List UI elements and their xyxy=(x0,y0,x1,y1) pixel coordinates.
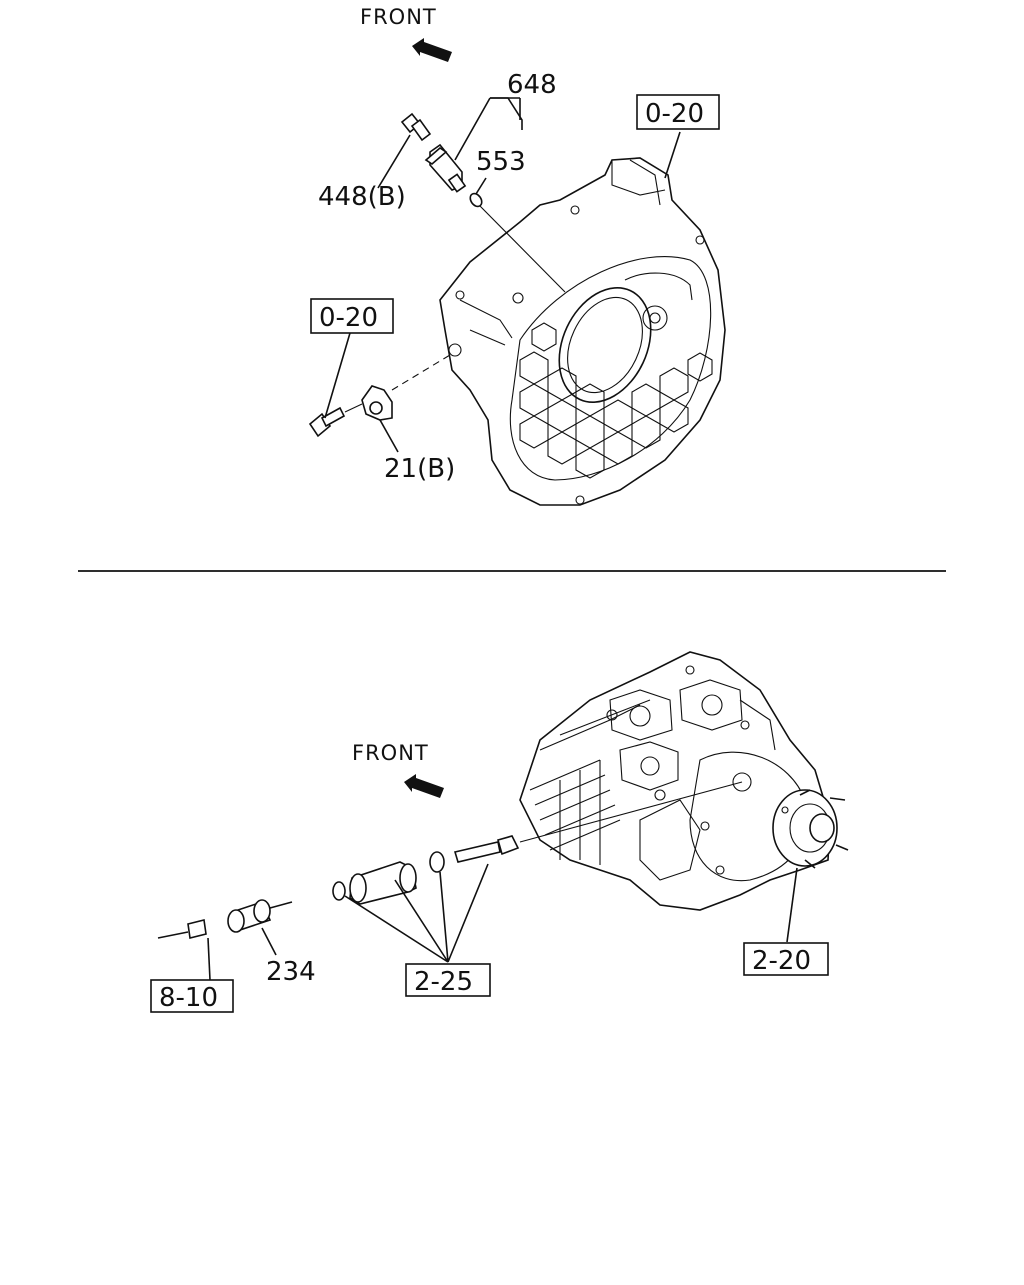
bracket-bolt xyxy=(308,406,346,438)
ref-234: 234 xyxy=(266,957,316,987)
ref-2-25: 2-25 xyxy=(414,967,473,997)
ref-0-20-b: 0-20 xyxy=(319,303,378,333)
ref-448b: 448(B) xyxy=(318,182,406,212)
box-0-20-a xyxy=(636,94,720,130)
bracket-21b xyxy=(361,385,393,421)
box-2-20 xyxy=(743,942,829,976)
front-arrow-icon-bottom xyxy=(404,774,444,798)
front-arrow-icon-top xyxy=(412,38,452,62)
seal-ring xyxy=(332,881,346,901)
clutch-housing xyxy=(439,157,726,506)
ref-553: 553 xyxy=(476,147,526,177)
sleeve-assembly xyxy=(349,861,417,905)
box-8-10 xyxy=(150,979,234,1013)
bottom-panel: FRONT xyxy=(150,651,849,1013)
speed-sensor-234 xyxy=(227,899,293,933)
front-label-top: FRONT xyxy=(360,5,437,29)
o-ring-553 xyxy=(469,192,483,208)
front-label-bottom: FRONT xyxy=(352,741,429,765)
top-panel: FRONT xyxy=(308,5,726,506)
transmission-case xyxy=(519,651,849,911)
connector xyxy=(157,919,207,939)
box-0-20-b xyxy=(310,298,394,334)
bolt-448b xyxy=(400,112,432,142)
ref-648: 648 xyxy=(507,70,557,100)
o-ring-small xyxy=(429,851,445,873)
driven-gear-shaft xyxy=(453,835,520,863)
ref-2-20: 2-20 xyxy=(752,946,811,976)
ref-0-20-a: 0-20 xyxy=(645,99,704,129)
ref-21b: 21(B) xyxy=(384,454,455,484)
ref-8-10: 8-10 xyxy=(159,983,218,1013)
box-2-25 xyxy=(405,963,491,997)
speed-sensor-648 xyxy=(424,143,467,193)
